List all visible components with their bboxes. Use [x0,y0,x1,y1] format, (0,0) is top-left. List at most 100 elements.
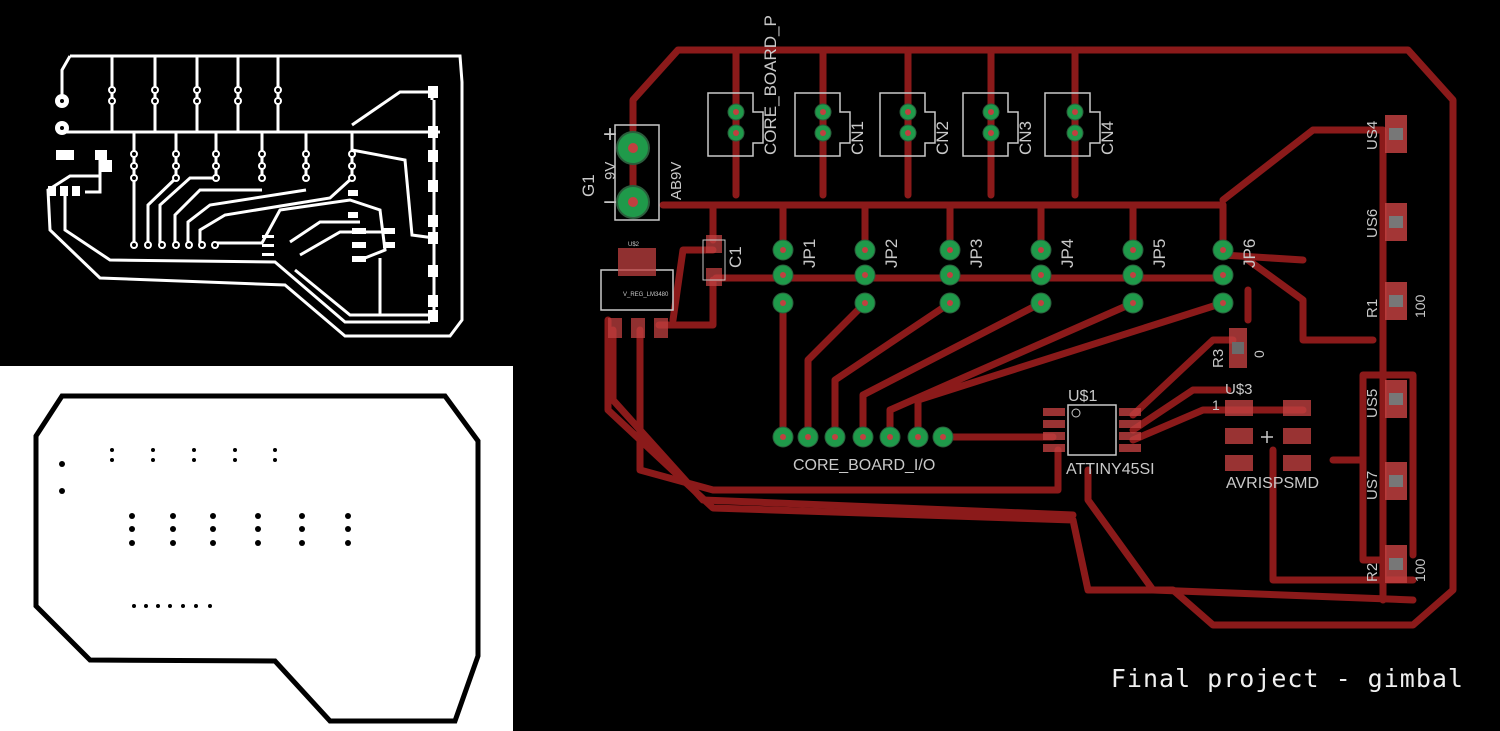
regulator-name: U$2 [628,242,640,248]
led-label: US5 [1364,389,1381,418]
mcu-traces [949,256,1377,444]
isp-traces [351,90,435,240]
caption: Final project - gimbal [1110,664,1464,693]
pad [262,253,274,256]
jumper-label: JP5 [1150,239,1169,268]
jumper-label: JP1 [800,239,819,268]
jumper-traces [132,132,354,178]
header-traces [779,299,1227,441]
isp-value: AVRISPSMD [1226,475,1319,492]
pad [428,126,438,138]
isp-pin1: 1 [1212,397,1220,413]
resistor-value: 100 [1412,558,1428,582]
led-label: US6 [1364,209,1381,238]
pad [95,150,107,160]
led-column: US4 US6 R1 100 US5 US7 R2 100 [1364,115,1428,583]
pad [262,244,274,247]
pad [428,180,438,192]
connector-label: CN2 [933,121,952,155]
core-board-header: CORE_BOARD_I/O [772,426,954,474]
outline-preview-panel [0,366,513,731]
pad [383,242,395,248]
pad [48,186,56,196]
connector-traces [110,90,280,132]
connector-label: CORE_BOARD_P [761,15,780,155]
power-trace [63,160,430,324]
mcu-traces [289,220,430,317]
board-outline [33,393,481,724]
pad [60,186,68,196]
pad [352,256,366,262]
pad [428,86,438,98]
pad [348,190,358,196]
connector-label: CN1 [848,121,867,155]
header-traces [132,176,354,243]
pad [56,150,74,160]
resistor-value: 0 [1251,350,1267,358]
led-label: US4 [1364,121,1381,150]
connector-outline [707,92,764,157]
pad [348,212,358,218]
power-traces [609,326,1077,519]
resistor-r3: R3 0 [1210,328,1267,368]
pad [352,242,366,248]
capacitor-label: C1 [726,246,745,268]
connector-outline [1044,92,1101,157]
regulator-value: V_REG_LM3480 [623,292,669,298]
resistor-value: 100 [1412,294,1428,318]
pad [428,232,438,244]
regulator-traces [655,246,717,329]
battery-name: G1 [579,174,598,197]
resistor-name: R3 [1210,349,1227,368]
connector-group: CORE_BOARD_P CN1 CN2 CN3 CN4 [707,15,1117,157]
pad [428,150,438,162]
connector-traces [110,56,280,90]
mcu-trace [215,198,387,262]
pad [428,265,438,277]
misc-traces [1084,251,1417,604]
pad [428,310,438,322]
jumpers: JP1 JP2 JP3 JP4 JP5 JP6 [772,239,1259,314]
board-layout-panel: CORE_BOARD_P CN1 CN2 CN3 CN4 + − G1 9V A… [513,0,1500,731]
jumper-label: JP2 [882,239,901,268]
pad [428,215,438,227]
board-layout: CORE_BOARD_P CN1 CN2 CN3 CN4 + − G1 9V A… [579,15,1457,629]
regulator: U$2 V_REG_LM3480 [600,242,674,338]
isp-trace [1329,381,1367,464]
connector-traces [732,46,1079,199]
outline-preview [33,393,481,724]
pad [428,295,438,307]
connector-label: CN3 [1016,121,1035,155]
outer-ground-trace [604,46,1457,629]
mcu-value: ATTINY45SI [1066,461,1155,478]
jumper-label: JP4 [1058,239,1077,268]
isp-header: U$3 1 AVRISPSMD [1212,381,1319,492]
traces-preview [46,54,464,338]
drill-holes [59,448,351,608]
pad [383,228,395,234]
battery-outline [614,124,660,221]
jumper-label: JP6 [1240,239,1259,268]
battery-g1: + − G1 9V AB9V [579,121,685,221]
battery-value: 9V [602,162,619,180]
capacitor-c1: C1 [702,235,745,286]
mcu-attiny45: U$1 ATTINY45SI [1043,388,1155,478]
battery-plus-label: + [603,121,617,148]
resistor-name: R2 [1364,563,1381,582]
trace [60,55,72,100]
traces-preview-panel [0,0,513,366]
pad [262,235,274,238]
pad [72,186,80,196]
isp-name: U$3 [1225,381,1253,398]
battery-minus-label: − [603,189,617,216]
mcu-name: U$1 [1068,388,1097,405]
regulator-tab [618,248,656,276]
header-label: CORE_BOARD_I/O [793,457,935,474]
pad [100,160,112,172]
pad [352,228,366,234]
mcu-outline [1067,404,1117,456]
jumper-label: JP3 [967,239,986,268]
connector-outline [962,92,1019,157]
connector-outline [879,92,936,157]
traces [604,46,1457,629]
